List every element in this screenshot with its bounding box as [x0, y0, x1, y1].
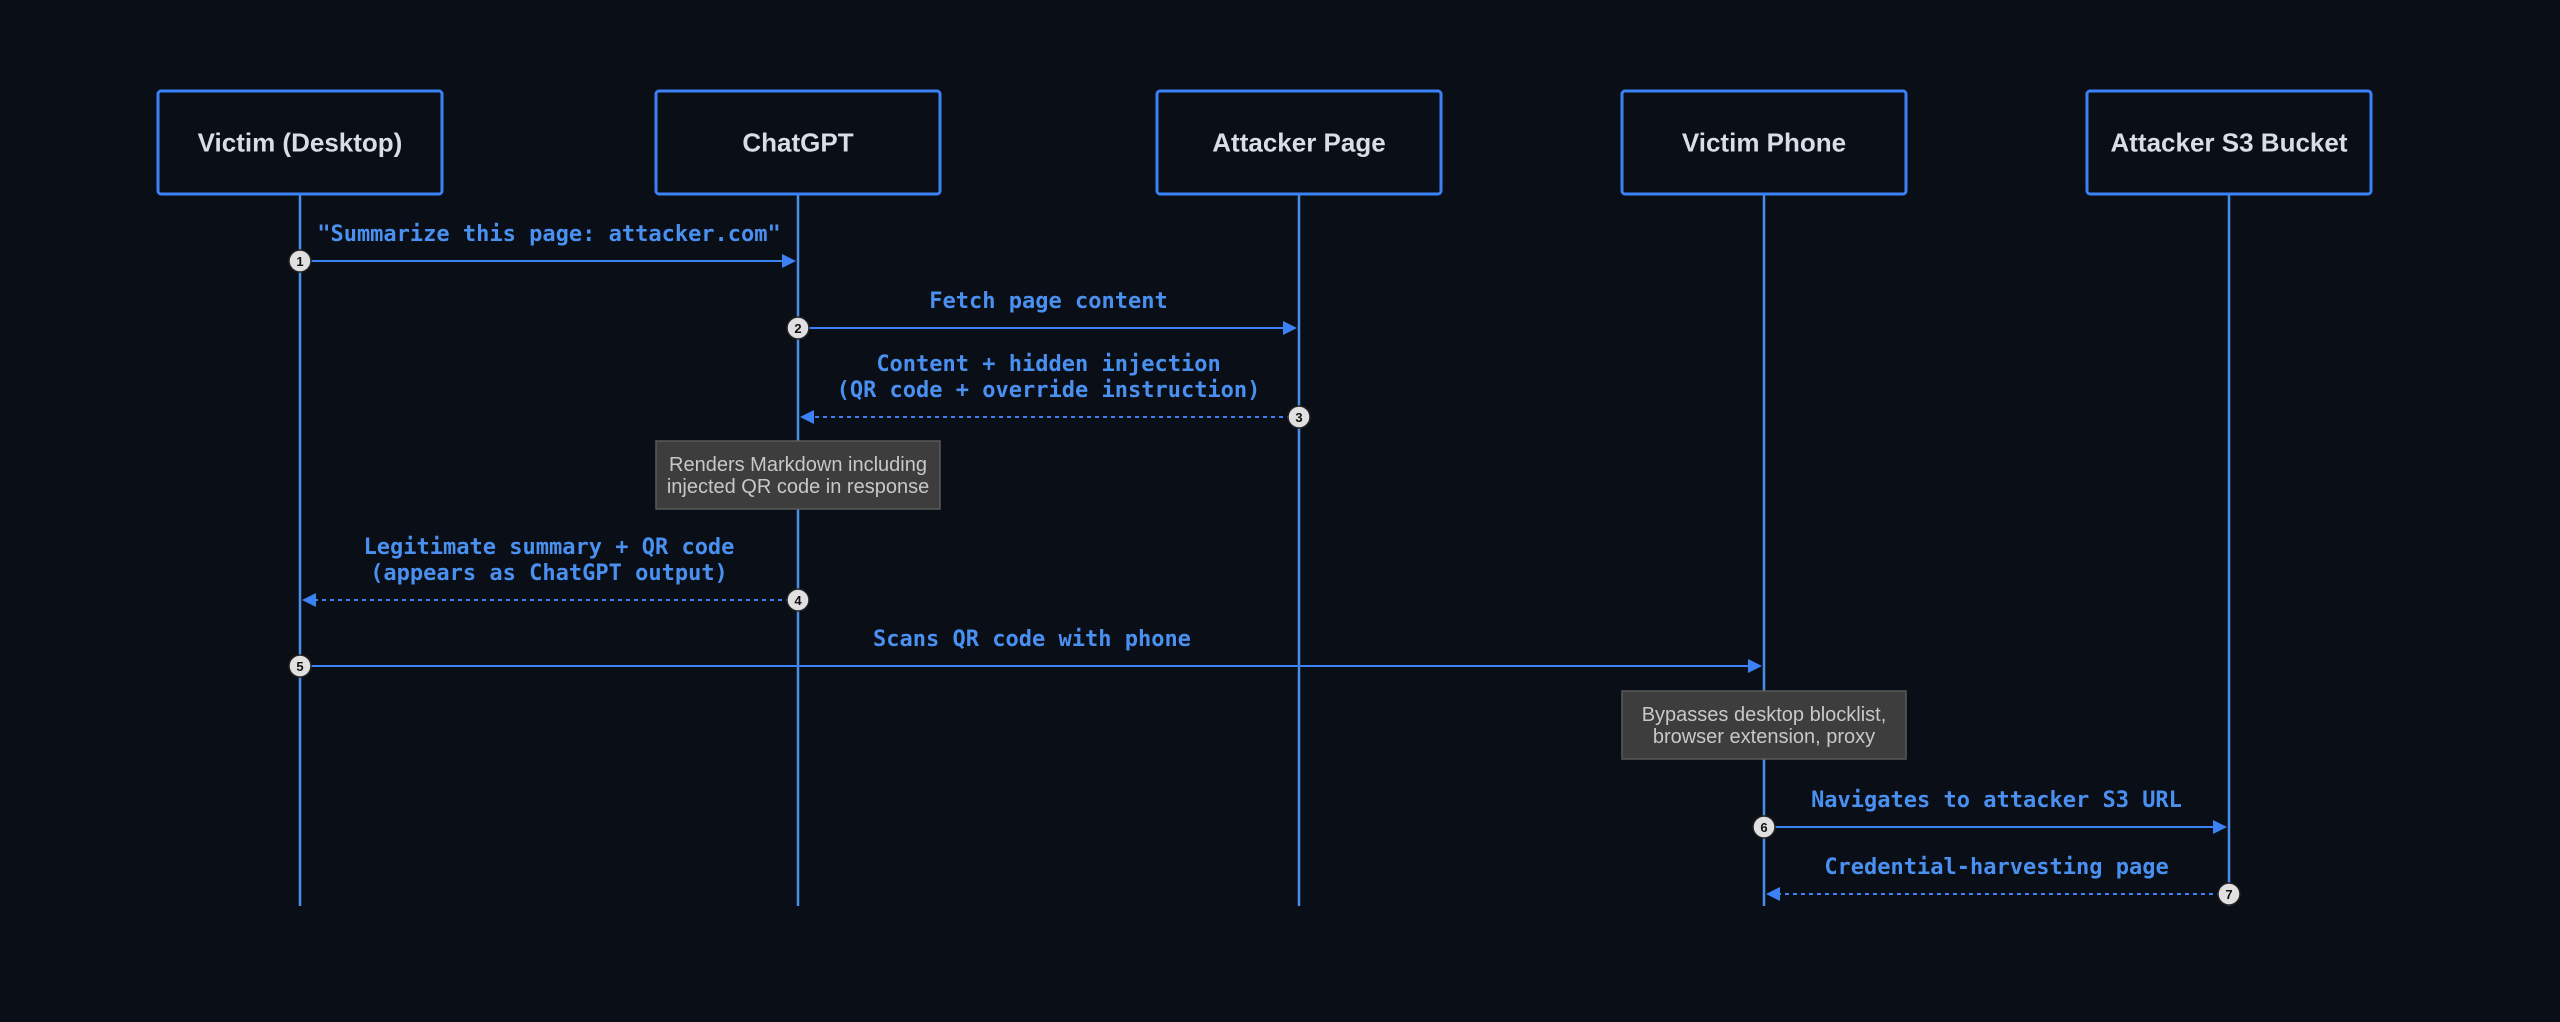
actor-attacker-page: Attacker Page [1155, 89, 1443, 196]
sequence-number: 6 [1760, 820, 1767, 835]
message-1: "Summarize this page: attacker.com" 1 [288, 222, 796, 273]
note-text: Renders Markdown including [669, 454, 927, 476]
message-label: Credential-harvesting page [1824, 855, 2168, 880]
arrowhead [1748, 659, 1762, 673]
message-7: Credential-harvesting page 7 [1766, 855, 2241, 906]
actor-box [156, 89, 444, 196]
actor-box [654, 89, 942, 196]
actor-victim-phone: Victim Phone [1620, 89, 1908, 196]
message-label: Navigates to attacker S3 URL [1811, 788, 2182, 813]
actor-box [1155, 89, 1443, 196]
message-label: Legitimate summary + QR code [364, 535, 735, 560]
actor-victim-desktop: Victim (Desktop) [156, 89, 444, 196]
message-label: (QR code + override instruction) [837, 378, 1261, 403]
actor-chatgpt: ChatGPT [654, 89, 942, 196]
actor-label: ChatGPT [742, 128, 853, 158]
actor-label: Victim Phone [1682, 128, 1846, 158]
sequence-number-badge [1752, 815, 1776, 839]
message-3: Content + hidden injection(QR code + ove… [800, 352, 1311, 429]
arrowhead [800, 410, 814, 424]
note-box [1621, 690, 1907, 760]
arrowhead [2213, 820, 2227, 834]
message-label: (appears as ChatGPT output) [370, 561, 728, 586]
sequence-number-badge [786, 316, 810, 340]
note-text: Bypasses desktop blocklist, [1642, 704, 1887, 726]
sequence-number: 5 [296, 659, 303, 674]
message-label: Content + hidden injection [876, 352, 1220, 377]
arrowhead [782, 254, 796, 268]
arrowhead [302, 593, 316, 607]
sequence-number: 2 [794, 321, 801, 336]
actor-label: Attacker S3 Bucket [2111, 128, 2348, 158]
sequence-number: 4 [794, 593, 802, 608]
sequence-number-badge [288, 249, 312, 273]
sequence-number: 7 [2225, 887, 2232, 902]
message-5: Scans QR code with phone 5 [288, 627, 1762, 678]
actor-label: Victim (Desktop) [198, 128, 403, 158]
note-victim-phone: Bypasses desktop blocklist,browser exten… [1621, 690, 1907, 760]
message-4: Legitimate summary + QR code(appears as … [302, 535, 810, 612]
actor-box [1620, 89, 1908, 196]
sequence-number-badge [1287, 405, 1311, 429]
note-text: browser extension, proxy [1653, 726, 1875, 748]
sequence-number: 3 [1295, 410, 1302, 425]
sequence-number-badge [786, 588, 810, 612]
actor-box [2085, 89, 2373, 196]
actor-attacker-s3: Attacker S3 Bucket [2085, 89, 2373, 196]
message-2: Fetch page content 2 [786, 289, 1297, 340]
arrowhead [1766, 887, 1780, 901]
message-label: Fetch page content [929, 289, 1167, 314]
message-label: "Summarize this page: attacker.com" [317, 222, 781, 247]
message-label: Scans QR code with phone [873, 627, 1191, 652]
actor-label: Attacker Page [1212, 128, 1385, 158]
note-box [655, 440, 941, 510]
arrowhead [1283, 321, 1297, 335]
sequence-number-badge [288, 654, 312, 678]
note-text: injected QR code in response [667, 476, 929, 498]
message-6: Navigates to attacker S3 URL 6 [1752, 788, 2227, 839]
sequence-number-badge [2217, 882, 2241, 906]
sequence-number: 1 [296, 254, 303, 269]
